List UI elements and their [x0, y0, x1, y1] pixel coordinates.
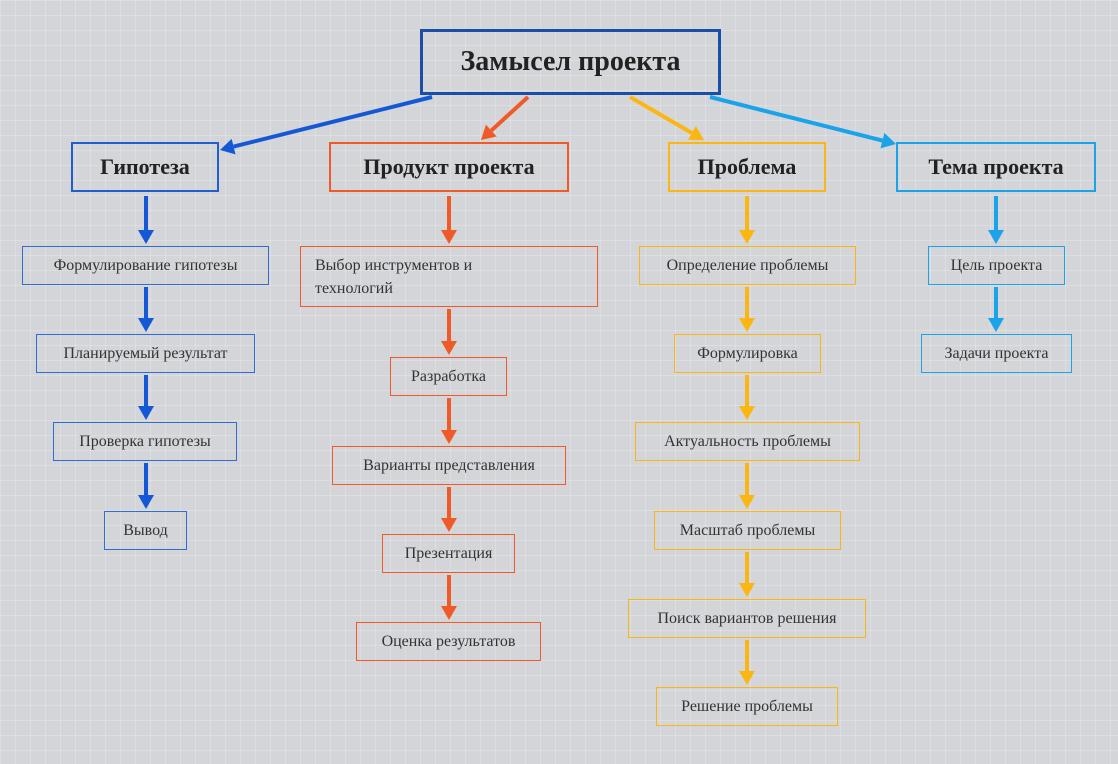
product-node-evaluation[interactable]: Оценка результатов	[356, 622, 541, 661]
branch-topic-label: Тема проекта	[928, 154, 1064, 179]
arrow-topic-1	[988, 196, 1004, 244]
branch-product[interactable]: Продукт проекта	[329, 142, 569, 192]
node-label: Решение проблемы	[681, 698, 813, 715]
arrow-problem-4	[739, 463, 755, 509]
arrow-problem-1	[739, 196, 755, 244]
node-label: Презентация	[404, 545, 493, 562]
root-label: Замысел проекта	[460, 46, 681, 77]
product-node-presentation[interactable]: Презентация	[382, 534, 515, 573]
problem-node-scale[interactable]: Масштаб проблемы	[654, 511, 841, 550]
branch-problem[interactable]: Проблема	[668, 142, 826, 192]
node-label: Цель проекта	[950, 257, 1043, 274]
node-label: Планируемый результат	[63, 345, 228, 362]
arrow-hypothesis-3	[138, 375, 154, 420]
node-label: Вывод	[123, 522, 168, 539]
problem-node-relevance[interactable]: Актуальность проблемы	[635, 422, 860, 461]
arrow-product-3	[441, 398, 457, 444]
product-node-presentation-options[interactable]: Варианты представления	[332, 446, 566, 485]
node-label: Актуальность проблемы	[664, 433, 831, 450]
node-label: Оценка результатов	[381, 633, 516, 650]
topic-node-tasks[interactable]: Задачи проекта	[921, 334, 1072, 373]
root-node[interactable]: Замысел проекта	[420, 29, 721, 95]
node-label: Выбор инструментов и технологий	[315, 256, 473, 297]
hypothesis-node-conclusion[interactable]: Вывод	[104, 511, 187, 550]
branch-topic[interactable]: Тема проекта	[896, 142, 1096, 192]
arrow-problem-5	[739, 552, 755, 597]
node-label: Задачи проекта	[944, 345, 1049, 362]
problem-node-definition[interactable]: Определение проблемы	[639, 246, 856, 285]
arrow-problem-2	[739, 287, 755, 332]
problem-node-formulation[interactable]: Формулировка	[674, 334, 821, 373]
product-node-development[interactable]: Разработка	[390, 357, 507, 396]
node-label: Варианты представления	[363, 457, 535, 474]
branch-hypothesis[interactable]: Гипотеза	[71, 142, 219, 192]
arrow-topic-2	[988, 287, 1004, 332]
node-label: Разработка	[411, 368, 486, 385]
arrow-root-to-topic	[709, 95, 896, 149]
hypothesis-node-testing[interactable]: Проверка гипотезы	[53, 422, 237, 461]
arrow-root-to-problem	[628, 95, 704, 140]
arrow-product-1	[441, 196, 457, 244]
node-label: Масштаб проблемы	[679, 522, 816, 539]
arrow-product-2	[441, 309, 457, 355]
arrow-hypothesis-2	[138, 287, 154, 332]
node-label: Формулирование гипотезы	[53, 257, 238, 274]
node-label: Поиск вариантов решения	[657, 610, 837, 627]
branch-problem-label: Проблема	[697, 154, 797, 179]
arrow-root-to-product	[481, 95, 530, 140]
hypothesis-node-planned-result[interactable]: Планируемый результат	[36, 334, 255, 373]
hypothesis-node-formulation[interactable]: Формулирование гипотезы	[22, 246, 269, 285]
node-label: Формулировка	[697, 345, 798, 362]
topic-node-goal[interactable]: Цель проекта	[928, 246, 1065, 285]
arrow-hypothesis-1	[138, 196, 154, 244]
arrow-problem-3	[739, 375, 755, 420]
node-label: Проверка гипотезы	[79, 433, 211, 450]
branch-product-label: Продукт проекта	[363, 154, 535, 179]
arrow-hypothesis-4	[138, 463, 154, 509]
product-node-tools[interactable]: Выбор инструментов и технологий	[300, 246, 598, 307]
node-label: Определение проблемы	[666, 257, 829, 274]
arrow-product-4	[441, 487, 457, 532]
problem-node-solution-search[interactable]: Поиск вариантов решения	[628, 599, 866, 638]
problem-node-solution[interactable]: Решение проблемы	[656, 687, 838, 726]
arrow-product-5	[441, 575, 457, 620]
branch-hypothesis-label: Гипотеза	[100, 154, 190, 179]
arrow-problem-6	[739, 640, 755, 685]
